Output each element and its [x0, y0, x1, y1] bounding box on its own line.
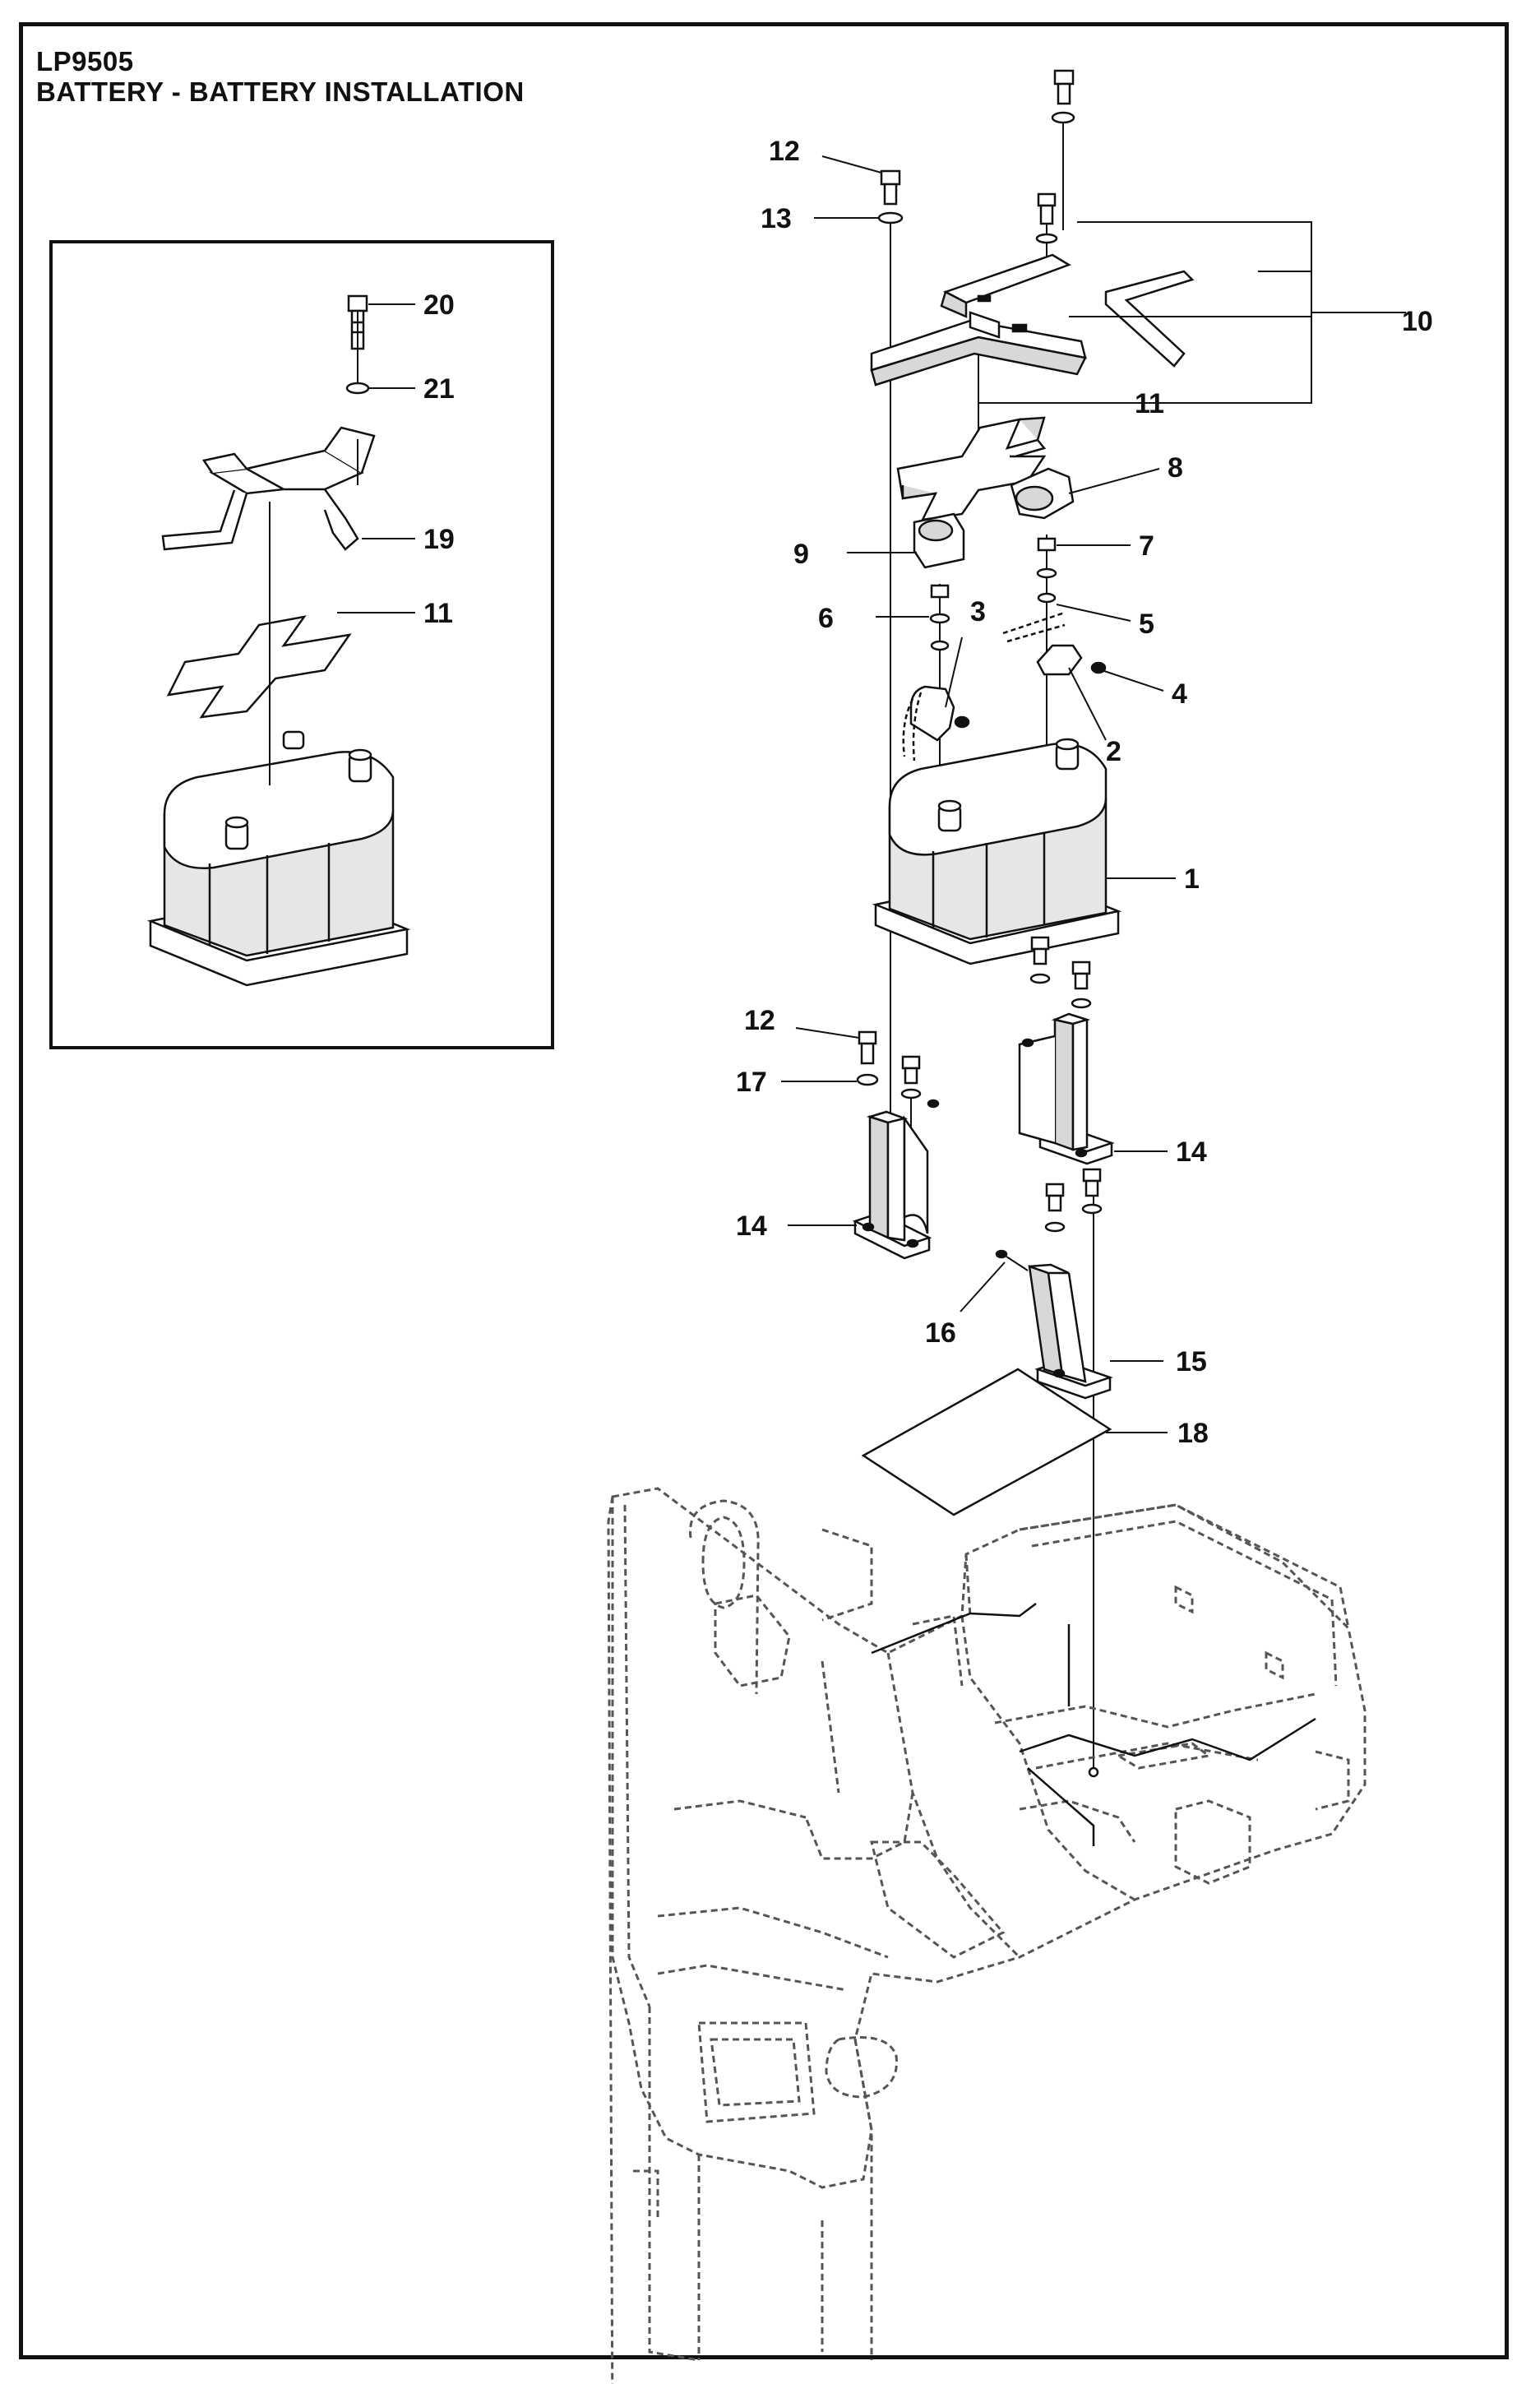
nut-7-icon	[1036, 537, 1057, 604]
callout-4: 4	[1172, 678, 1187, 710]
callout-13: 13	[761, 203, 792, 234]
callout-7: 7	[1139, 530, 1154, 562]
callout-16: 16	[925, 1317, 956, 1349]
model-number: LP9505	[36, 46, 134, 76]
callout-11-inset: 11	[423, 598, 453, 629]
callout-19: 19	[423, 524, 455, 555]
pad-11-icon	[166, 615, 352, 719]
callout-8: 8	[1168, 452, 1183, 484]
bolt-12-lower-icon	[858, 1030, 877, 1065]
bolt-10-icon	[1035, 192, 1058, 244]
drawing-frame	[19, 22, 1509, 2359]
battery-1-icon	[872, 738, 1122, 965]
hold-down-bracket-19-icon	[161, 426, 376, 551]
page-title: BATTERY - BATTERY INSTALLATION	[36, 76, 525, 107]
washer-17-icon	[856, 1073, 879, 1086]
callout-11-main: 11	[1135, 388, 1164, 419]
callout-3: 3	[970, 596, 986, 627]
pad-11-main-icon	[896, 416, 1047, 521]
hold-down-bracket-10-icon	[870, 253, 1195, 387]
callout-14-left: 14	[736, 1211, 767, 1242]
callout-18: 18	[1177, 1418, 1209, 1449]
battery-inset-icon	[146, 730, 411, 987]
chassis-edge-lines	[871, 1603, 1316, 1846]
callout-labels: 1 2 3 4 5 6 7 8 9 10 11 11 12 12 13 14 1…	[423, 136, 1433, 1449]
callout-12-top: 12	[769, 136, 800, 167]
callout-17: 17	[736, 1067, 767, 1098]
support-bracket-14-right-icon	[1018, 1012, 1115, 1165]
callout-5: 5	[1139, 609, 1154, 640]
callout-9: 9	[793, 539, 809, 570]
cable-clamp-2-icon	[1002, 611, 1107, 676]
callout-1: 1	[1184, 863, 1200, 895]
chassis-frame-icon	[607, 1487, 1367, 2384]
support-bracket-14-left-icon	[852, 1099, 940, 1260]
callout-14-right: 14	[1176, 1136, 1207, 1168]
washer-13-icon	[877, 211, 904, 225]
washer-21-icon	[345, 382, 370, 395]
bolt-12-top-icon	[880, 169, 901, 206]
callout-21: 21	[423, 373, 455, 405]
top-bolt-icon	[1051, 69, 1075, 124]
battery-mat-18-icon	[861, 1368, 1112, 1516]
callout-10: 10	[1402, 306, 1433, 337]
callout-2: 2	[1106, 736, 1121, 767]
support-bracket-15-icon	[995, 1249, 1113, 1400]
callout-20: 20	[423, 289, 455, 321]
inset-panel	[49, 240, 554, 1049]
terminal-cover-8-icon	[1010, 467, 1075, 520]
cable-clamp-3-icon	[902, 685, 970, 761]
callout-12-lower: 12	[744, 1005, 775, 1036]
callout-6: 6	[818, 603, 834, 634]
callout-leaders	[781, 155, 1406, 1433]
terminal-cover-9-icon	[913, 512, 965, 569]
nut-6-icon	[929, 584, 950, 651]
callout-15: 15	[1176, 1346, 1207, 1377]
